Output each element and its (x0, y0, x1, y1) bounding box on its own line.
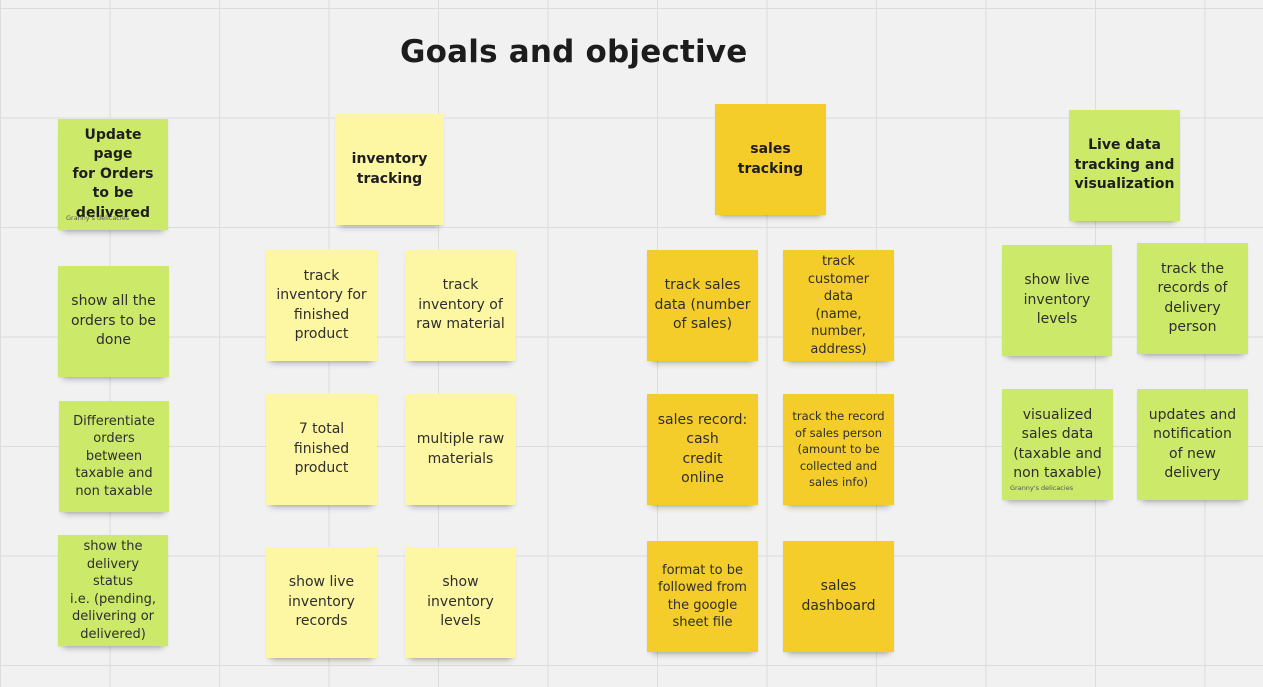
note-text: show live inventory records (288, 574, 355, 630)
note-text: multiple raw materials (416, 431, 505, 467)
note-text: Live data tracking and visualization (1074, 137, 1175, 193)
note-text: track the records of delivery person (1157, 260, 1228, 336)
sticky-note-delivery-status[interactable]: show the delivery status i.e. (pending, … (58, 535, 168, 646)
sticky-note-visualized-sales-data[interactable]: visualized sales data (taxable and non t… (1002, 389, 1113, 500)
sticky-note-differentiate-orders[interactable]: Differentiate orders between taxable and… (59, 401, 169, 512)
note-text: track customer data (name, number, addre… (807, 254, 870, 357)
note-text: show all the orders to be done (70, 293, 157, 349)
brand-label: Granny's delicacies (1010, 484, 1074, 492)
note-text: sales record: cash credit online (657, 411, 748, 487)
note-text: 7 total finished product (293, 421, 350, 477)
note-text: show live inventory levels (1023, 272, 1091, 328)
note-text: track the record of sales person (amount… (792, 409, 885, 490)
note-text: format to be followed from the google sh… (658, 562, 747, 631)
sticky-note-live-inventory-records[interactable]: show live inventory records (266, 547, 377, 658)
note-text: Differentiate orders between taxable and… (73, 413, 155, 499)
sticky-note-format-google-sheet[interactable]: format to be followed from the google sh… (647, 541, 758, 652)
sticky-note-sales-tracking[interactable]: sales tracking (715, 104, 826, 215)
note-text: sales dashboard (801, 578, 876, 614)
note-text: track sales data (number of sales) (654, 277, 751, 333)
sticky-note-track-sales-data[interactable]: track sales data (number of sales) (647, 250, 758, 361)
note-text: Update page for Orders to be delivered (72, 126, 154, 221)
sticky-note-live-inventory-levels[interactable]: show live inventory levels (1002, 245, 1112, 356)
note-text: track inventory of raw material (416, 277, 505, 333)
note-text: show inventory levels (427, 574, 494, 630)
board-title: Goals and objective (400, 34, 748, 70)
note-text: show the delivery status i.e. (pending, … (69, 539, 157, 642)
sticky-note-inventory-levels[interactable]: show inventory levels (405, 547, 516, 658)
note-text: visualized sales data (taxable and non t… (1013, 406, 1102, 482)
sticky-note-sales-record[interactable]: sales record: cash credit online (647, 394, 758, 505)
sticky-note-track-finished-product[interactable]: track inventory for finished product (266, 250, 377, 361)
sticky-note-track-customer-data[interactable]: track customer data (name, number, addre… (783, 250, 894, 361)
note-text: inventory tracking (351, 151, 428, 187)
note-text: sales tracking (737, 141, 804, 177)
brand-label: Granny's delicacies (66, 214, 130, 222)
sticky-note-multiple-raw-materials[interactable]: multiple raw materials (405, 394, 516, 505)
note-text: updates and notification of new delivery (1148, 406, 1237, 482)
sticky-note-total-finished-product[interactable]: 7 total finished product (266, 394, 377, 505)
note-text: track inventory for finished product (276, 267, 367, 343)
sticky-note-delivery-person-records[interactable]: track the records of delivery person (1137, 243, 1248, 354)
sticky-note-sales-person-record[interactable]: track the record of sales person (amount… (783, 394, 894, 505)
sticky-note-inventory-tracking[interactable]: inventory tracking (335, 114, 444, 225)
sticky-note-show-all-orders[interactable]: show all the orders to be done (58, 266, 169, 377)
sticky-note-live-data-tracking[interactable]: Live data tracking and visualization (1069, 110, 1180, 221)
sticky-note-sales-dashboard[interactable]: sales dashboard (783, 541, 894, 652)
sticky-note-track-raw-material[interactable]: track inventory of raw material (405, 250, 516, 361)
sticky-note-updates-notification[interactable]: updates and notification of new delivery (1137, 389, 1248, 500)
sticky-note-update-page[interactable]: Update page for Orders to be delivered G… (58, 119, 168, 230)
